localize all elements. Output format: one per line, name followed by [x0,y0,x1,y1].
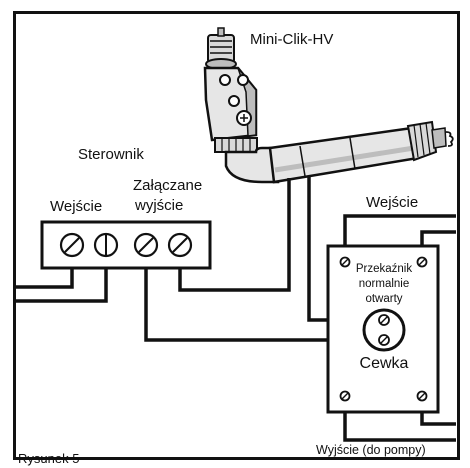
relay-screw-bottom-right [416,390,428,402]
relay-coil-terminal [362,308,406,352]
label-controller: Sterownik [78,146,144,163]
terminal-screw-3 [133,232,159,258]
label-relay-line2: normalnie [359,278,410,290]
wire-right-input-a [343,214,456,258]
label-switched-line1: Załączane [133,177,202,194]
sensor-body [203,66,258,142]
label-device: Mini-Clik-HV [250,31,333,48]
relay-screw-top-right [416,256,428,268]
terminal-screw-1 [59,232,85,258]
controller-terminal-block [40,220,212,270]
label-relay-line1: Przekaźnik [356,263,412,275]
sensor-cap [205,27,237,70]
mini-clik-sensor [203,27,454,184]
sensor-collar [214,137,258,153]
label-relay-line3: otwarty [365,293,402,305]
cable-fitting [406,120,454,162]
relay-box [326,244,440,414]
wire-switched-to-coil [144,245,380,342]
label-output: Wyjście (do pompy) [316,443,426,457]
label-figure: Rysunek 5 [18,451,79,466]
relay-screw-bottom-left [339,390,351,402]
label-input-right: Wejście [366,194,418,211]
terminal-screw-4 [167,232,193,258]
label-input-left: Wejście [50,198,102,215]
label-coil: Cewka [360,355,409,372]
label-switched-line2: wyjście [134,197,183,214]
outer-frame [13,11,460,460]
conduit-tube [268,126,420,184]
terminal-screw-2 [93,232,119,258]
relay-screw-top-left [339,256,351,268]
